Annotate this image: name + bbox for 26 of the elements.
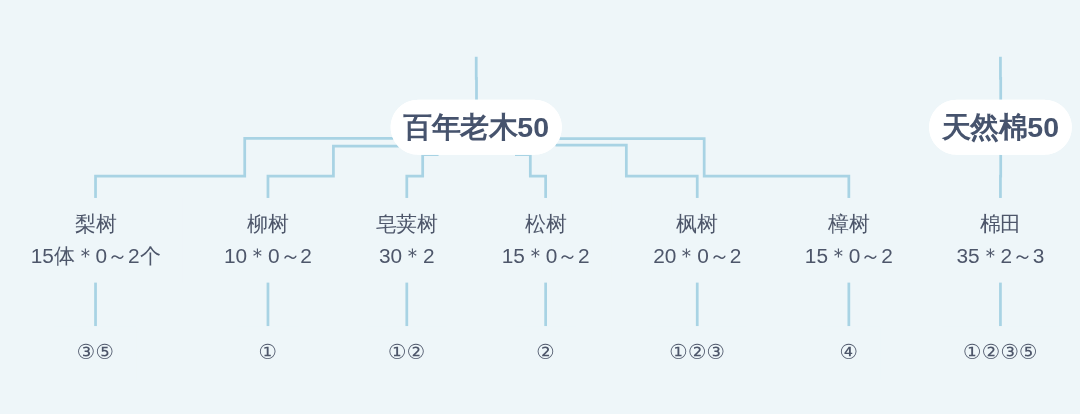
connector: [94, 281, 97, 328]
node-text: ①②③: [669, 340, 726, 364]
node-text: 皂荚树 30＊2: [375, 212, 439, 267]
node-text: ③⑤: [76, 340, 115, 364]
connector: [405, 281, 409, 328]
connector: [544, 281, 547, 328]
node-text: ①: [258, 340, 278, 364]
connector: [999, 153, 1003, 200]
connector: [94, 137, 394, 200]
node-text: ②: [536, 340, 555, 364]
connector: [555, 143, 699, 200]
node-text: 梨树 15体＊0～2个: [30, 212, 161, 267]
connector: [266, 281, 270, 328]
connector: [695, 281, 699, 328]
node-text: 棉田 35＊2～3: [956, 212, 1045, 267]
node-text: ④: [839, 340, 859, 364]
node-text: 松树 15＊0～2: [501, 212, 590, 267]
node-text: ①②③⑤: [963, 340, 1038, 364]
node-text: 樟树 15＊0～2: [804, 212, 893, 267]
connector: [999, 281, 1002, 328]
connector: [559, 137, 851, 200]
connector: [847, 281, 851, 328]
node-text: ①②: [388, 340, 426, 364]
node-text: 柳树 10＊0～2: [223, 212, 312, 267]
node-text: 枫树 20＊0～2: [653, 212, 742, 267]
connector: [266, 144, 399, 200]
